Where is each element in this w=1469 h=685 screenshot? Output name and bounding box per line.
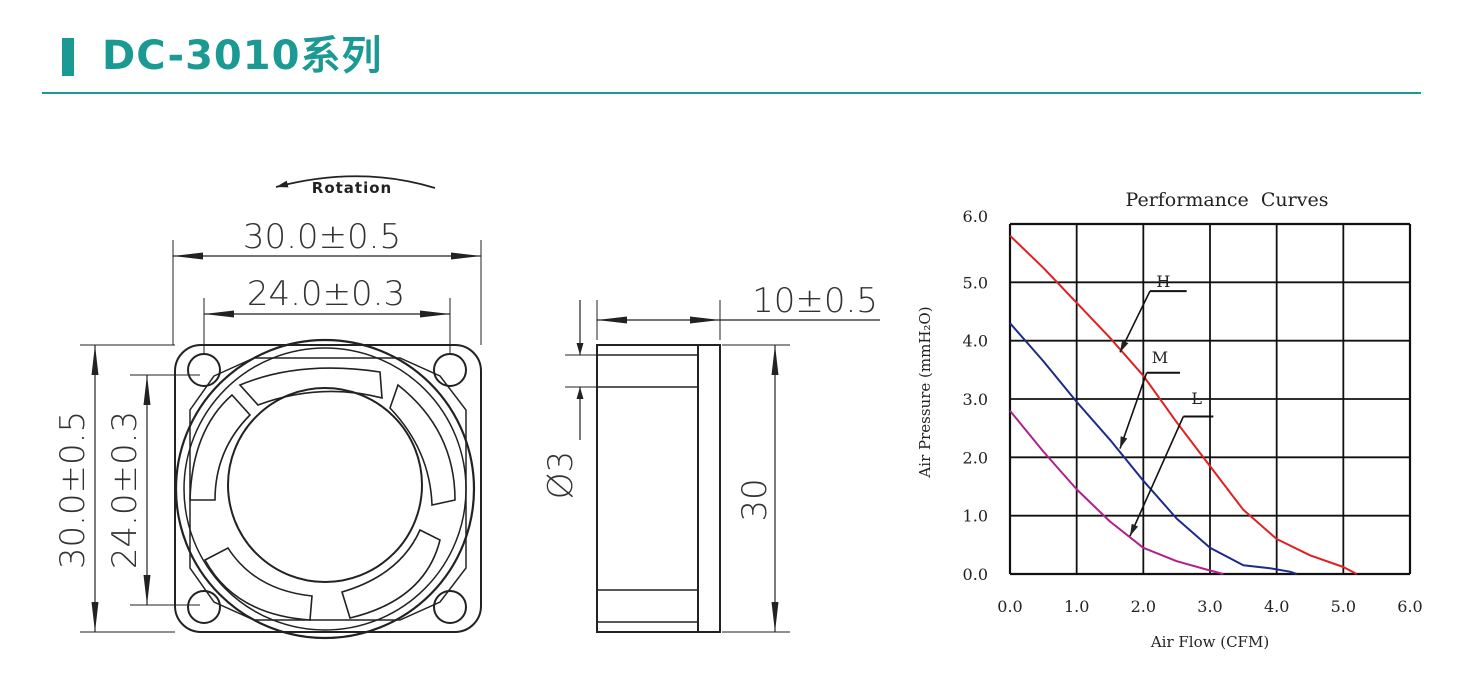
front-view: Rotation 30.0±0.5 24.0±0.3 30.0±0.5 24.0… [53,175,482,640]
y-tick-label: 6.0 [963,207,988,226]
title-accent-bar [62,38,74,76]
x-tick-label: 6.0 [1397,597,1422,616]
x-tick-label: 1.0 [1064,597,1089,616]
dim-outer-width: 30.0±0.5 [243,217,401,257]
series-line-h [1009,234,1358,575]
x-tick-label: 0.0 [997,597,1022,616]
leader-arrow-l [1129,416,1185,537]
mount-hole-top-right [433,353,467,387]
fan-hub [227,387,423,583]
y-tick-label: 3.0 [963,390,988,409]
title-divider [42,92,1421,94]
frame-inner-outline [189,357,467,621]
performance-chart: Performance Curves Air Flow (CFM) Air Pr… [916,189,1423,651]
series-line-m [1009,322,1298,575]
series-label-m: M [1152,348,1168,367]
rotation-arrow [275,175,436,189]
page-title: DC-3010系列 [102,33,383,79]
fan-side-body [596,344,699,633]
side-view: 10±0.5 Ø3 30 [541,281,880,633]
x-tick-label: 2.0 [1131,597,1156,616]
chart-series-labels: H M L [1119,272,1214,537]
dim-height: 30 [735,478,775,521]
mount-hole-top-left [187,353,221,387]
x-tick-label: 5.0 [1331,597,1356,616]
dim-outer-height: 30.0±0.5 [53,411,93,569]
mount-hole-bottom-left [187,590,221,624]
series-label-h: H [1156,272,1170,291]
y-tick-label: 5.0 [963,273,988,292]
series-label-l: L [1191,389,1202,408]
chart-y-axis-label: Air Pressure (mmH₂O) [916,306,934,478]
y-tick-label: 0.0 [963,565,988,584]
dim-thickness: 10±0.5 [752,281,878,321]
leader-arrow-m [1119,372,1148,449]
x-tick-label: 3.0 [1197,597,1222,616]
chart-x-axis-label: Air Flow (CFM) [1150,633,1269,651]
fan-shroud-outer [174,338,476,640]
leader-arrow-h [1119,290,1151,353]
fan-side-flange [697,344,721,633]
y-tick-label: 4.0 [963,332,988,351]
series-line-l [1009,410,1224,575]
fan-blades [189,367,456,621]
y-tick-label: 2.0 [963,448,988,467]
chart-title: Performance Curves [1126,189,1329,211]
dim-hole-dia: Ø3 [541,451,581,499]
chart-grid [1008,222,1412,576]
fan-shroud-inner [183,347,467,631]
rotation-label: Rotation [312,179,392,197]
chart-series [1009,234,1358,575]
dim-hole-width: 24.0±0.3 [247,274,405,314]
x-tick-label: 4.0 [1264,597,1289,616]
y-tick-label: 1.0 [963,507,988,526]
mount-hole-bottom-right [433,590,467,624]
dim-hole-height: 24.0±0.3 [105,411,145,569]
chart-ticks: 0.0 1.0 2.0 3.0 4.0 5.0 6.0 0.0 1.0 2.0 3.0 4.0 5.0 6… [963,207,1423,616]
